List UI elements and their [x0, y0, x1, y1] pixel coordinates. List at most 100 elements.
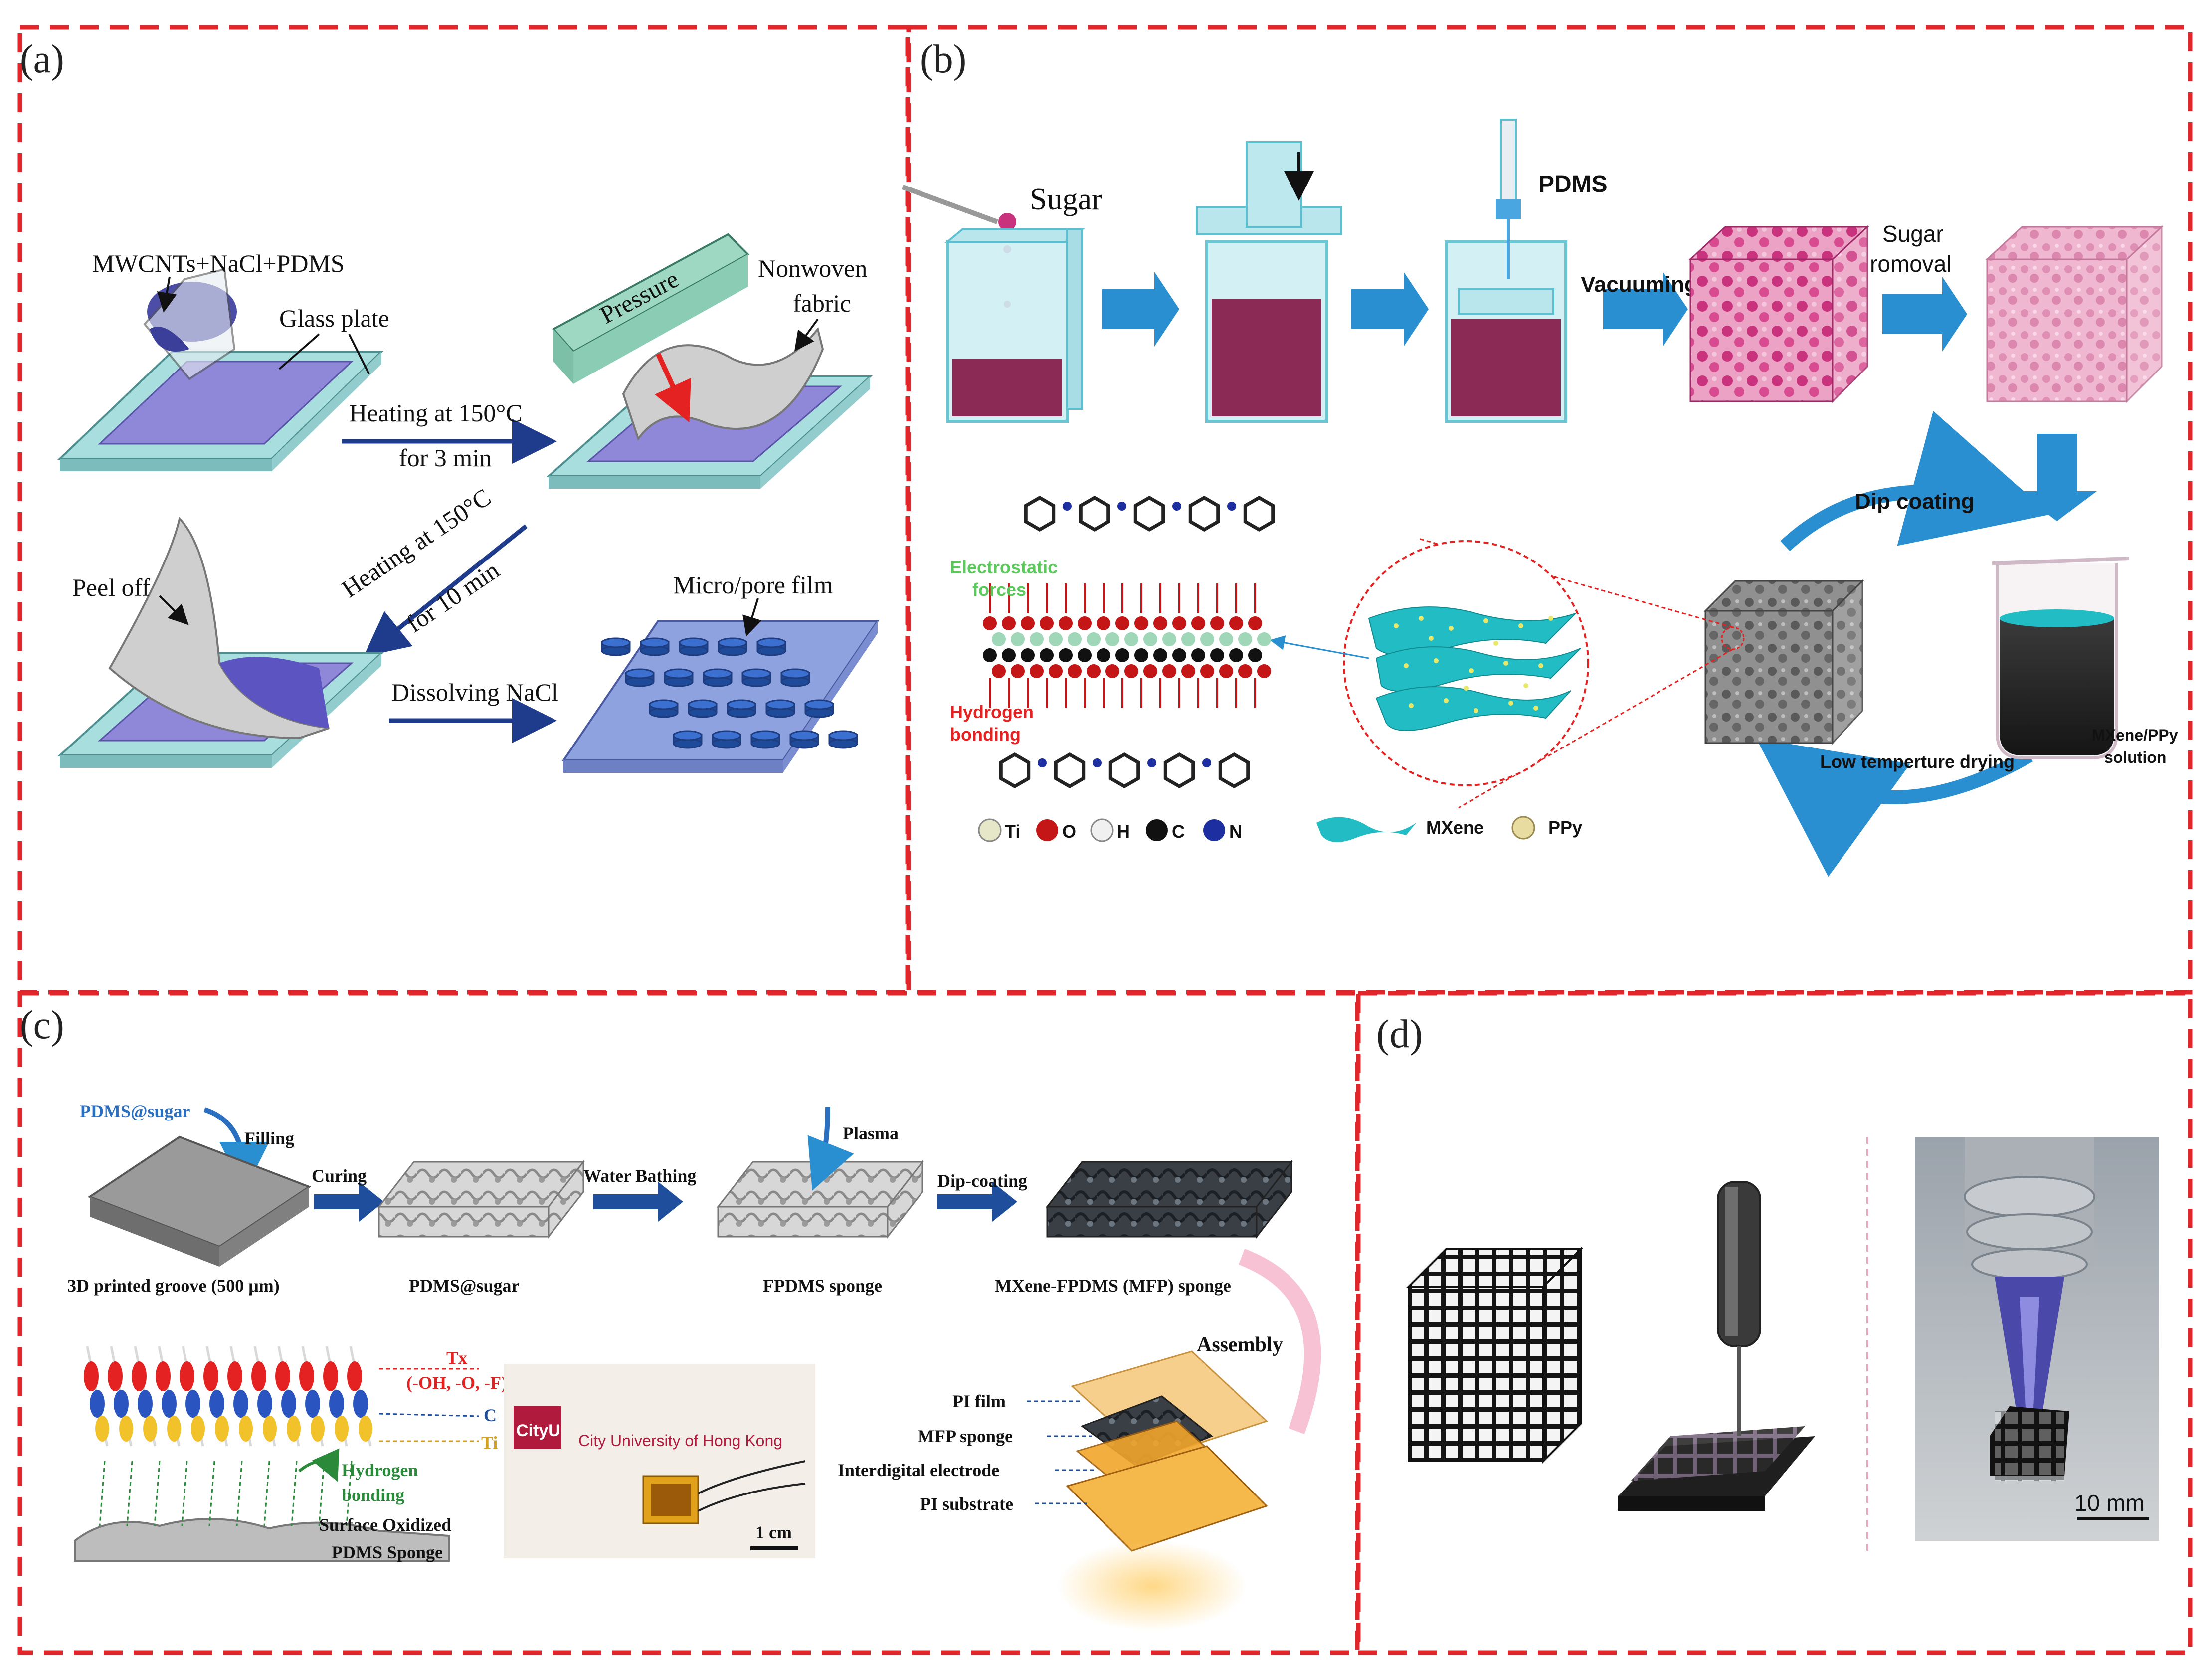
label-pi-substrate: PI substrate — [920, 1494, 1013, 1514]
beaker-icon — [143, 268, 237, 380]
label-scale-1cm: 1 cm — [755, 1522, 792, 1542]
label-surface-1: Surface Oxidized — [319, 1515, 451, 1535]
label-scale-10mm: 10 mm — [2074, 1490, 2145, 1516]
atom — [1040, 648, 1054, 662]
label-vacuuming: Vacuuming — [1581, 272, 1698, 297]
arrow-drying — [1756, 738, 2033, 877]
label-tx: Tx — [446, 1348, 467, 1368]
atom — [1124, 632, 1138, 646]
label-heating-1a: Heating at 150°C — [349, 399, 523, 427]
atom — [983, 648, 997, 662]
atom — [1210, 616, 1224, 630]
mold-container-1 — [902, 185, 1085, 423]
atom — [1143, 664, 1157, 678]
atom-legend — [978, 816, 1535, 842]
atom — [1115, 648, 1129, 662]
label-plasma: Plasma — [843, 1123, 899, 1143]
legend-h: H — [1117, 821, 1130, 842]
atom — [1002, 648, 1016, 662]
atom — [1021, 616, 1035, 630]
frame-c — [17, 991, 1360, 1655]
legend-ti: Ti — [1005, 821, 1020, 842]
atom — [1219, 664, 1233, 678]
label-dissolving: Dissolving NaCl — [391, 678, 558, 706]
atom — [1219, 632, 1233, 646]
atom — [1049, 664, 1063, 678]
atom — [1030, 664, 1044, 678]
pdms-sugar-block — [377, 1159, 585, 1239]
legend-n: N — [1229, 821, 1242, 842]
atom — [1059, 616, 1073, 630]
arrow-b-4 — [1882, 277, 1967, 352]
atom — [1040, 616, 1054, 630]
atom — [1049, 632, 1063, 646]
atom — [1153, 648, 1167, 662]
atom — [1162, 664, 1176, 678]
label-solution-1: MXene/PPy — [2092, 726, 2178, 744]
lattice-cube — [1406, 1247, 1583, 1464]
device-photo — [504, 1364, 815, 1558]
micro-pore-film — [561, 620, 880, 773]
label-water-bathing: Water Bathing — [583, 1166, 696, 1186]
glass-plate-1 — [57, 351, 384, 471]
arrow-heat-2 — [363, 524, 528, 657]
panel-a: (a) MWCNTs+NaCl+PDMS Glass plate Heating… — [20, 37, 880, 773]
atom — [1115, 616, 1129, 630]
label-hydrogen-2: bonding — [950, 724, 1021, 745]
panel-d: (d) 10 mm — [1376, 1012, 2159, 1556]
mold-container-3 — [1445, 119, 1567, 423]
molecular-structure — [983, 495, 1275, 789]
atom — [1257, 664, 1271, 678]
atom — [1200, 664, 1214, 678]
arrow-b-2 — [1351, 272, 1429, 347]
panel-b: (b) Sugar — [902, 37, 2178, 877]
atom — [1087, 664, 1101, 678]
panel-label-b: (b) — [920, 37, 966, 81]
pdms-sponge-cube — [1985, 225, 2164, 403]
peeled-film — [108, 517, 330, 740]
atom — [1210, 648, 1224, 662]
label-cityu: CityU — [516, 1421, 560, 1440]
atom — [1143, 632, 1157, 646]
atom — [1011, 632, 1025, 646]
printing-photo — [1915, 1137, 2159, 1541]
label-groove: 3D printed groove (500 μm) — [67, 1276, 280, 1296]
legend-o: O — [1062, 821, 1076, 842]
atom — [1078, 616, 1092, 630]
atom — [1068, 632, 1082, 646]
atom — [1172, 648, 1186, 662]
label-dip-coating: Dip coating — [1855, 489, 1975, 514]
mxene-zoom-circle — [1343, 538, 1733, 809]
atom — [1059, 648, 1073, 662]
panel-c: (c) PDMS@sugar Filling Curing Water Bath… — [20, 1003, 1321, 1631]
legend-c: C — [1172, 821, 1185, 842]
label-surface-2: PDMS Sponge — [332, 1542, 443, 1562]
legend-ppy: PPy — [1548, 817, 1582, 838]
atom — [1257, 632, 1271, 646]
atom — [1124, 664, 1138, 678]
exploded-device — [1057, 1350, 1268, 1631]
label-heating-1b: for 3 min — [399, 444, 492, 472]
label-glass-plate: Glass plate — [279, 304, 389, 332]
atom — [1002, 616, 1016, 630]
label-fpdms: FPDMS sponge — [763, 1276, 882, 1296]
sugar-pdms-cube — [1688, 225, 1869, 403]
atom — [1011, 664, 1025, 678]
panel-label-c: (c) — [20, 1003, 64, 1047]
atom — [1248, 648, 1262, 662]
arrow-b-1 — [1102, 272, 1179, 347]
panel-label-a: (a) — [20, 37, 64, 81]
atom — [1248, 616, 1262, 630]
mfp-sponge-block — [1045, 1159, 1293, 1239]
label-filling: Filling — [244, 1128, 294, 1148]
arrow-assembly — [1238, 1249, 1321, 1434]
label-solution-2: solution — [2104, 748, 2166, 766]
atom — [1134, 616, 1148, 630]
panel-frames — [17, 25, 2193, 1655]
label-peel-off: Peel off — [72, 573, 150, 601]
atom — [992, 664, 1006, 678]
label-interdigital: Interdigital electrode — [838, 1460, 999, 1480]
label-sugar-removal-2: romoval — [1870, 251, 1952, 277]
atom — [1087, 632, 1101, 646]
atom — [1191, 648, 1205, 662]
